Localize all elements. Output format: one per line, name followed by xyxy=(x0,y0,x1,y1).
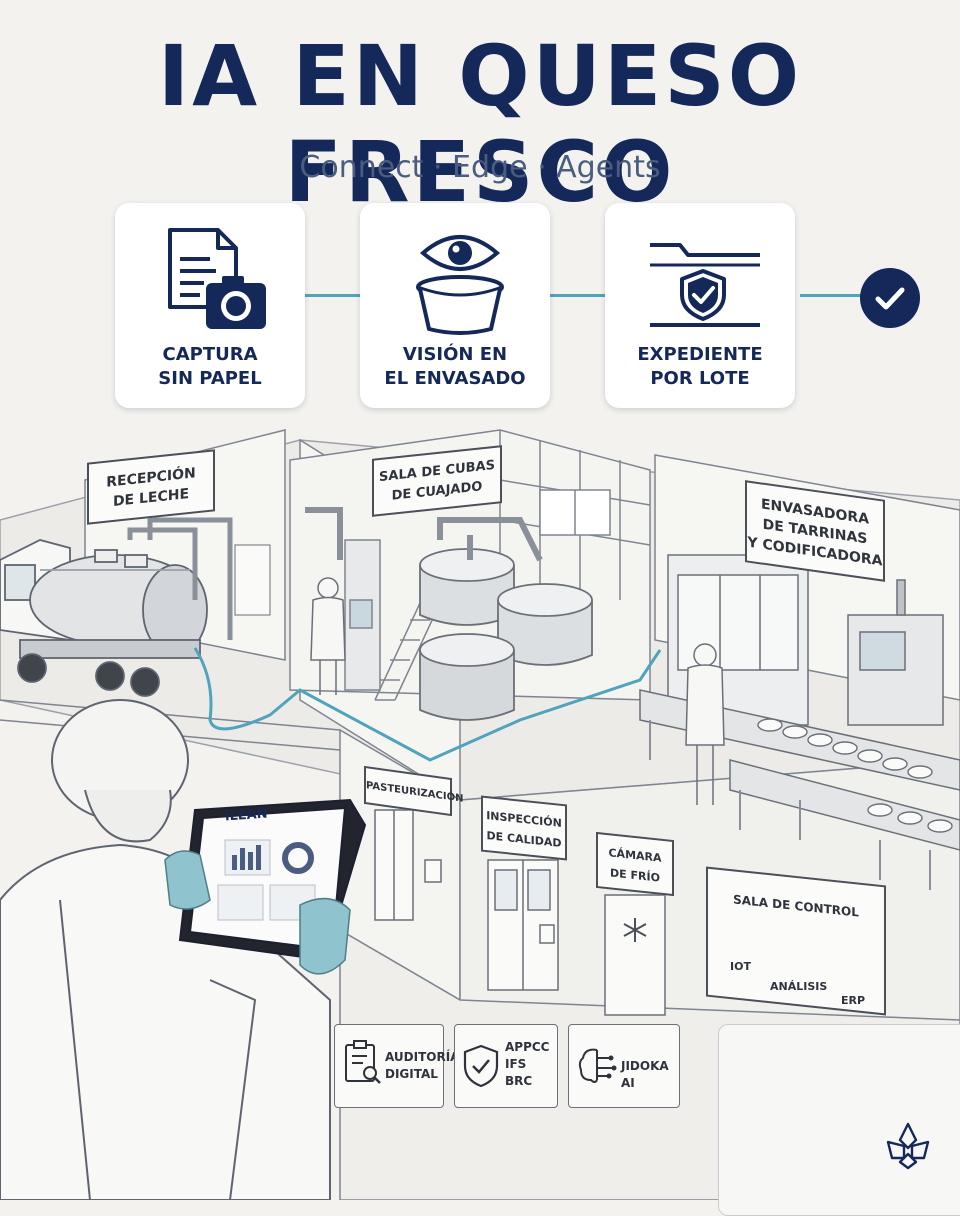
control-item-analysis: ANÁLISIS xyxy=(770,980,828,993)
shield-check-icon xyxy=(463,1044,499,1088)
connector-line xyxy=(550,294,605,297)
packaging-operator xyxy=(685,643,725,805)
connector-line xyxy=(800,294,862,297)
logo-icon xyxy=(886,1122,930,1170)
tablet-brand: iLEAN xyxy=(224,806,269,825)
control-item-iot: IOT xyxy=(730,960,751,973)
cheese-tubs xyxy=(757,718,953,833)
document-camera-icon xyxy=(168,228,266,329)
page-title: IA EN QUESO FRESCO xyxy=(157,27,803,221)
brain-circuit-icon xyxy=(578,1048,617,1083)
flow-line xyxy=(193,647,662,762)
connector-line xyxy=(305,294,360,297)
gloves xyxy=(164,850,351,975)
snowflake-icon xyxy=(623,918,647,942)
check-icon xyxy=(860,268,920,328)
control-item-erp: ERP xyxy=(841,994,866,1007)
badge-jidoka-ai: JIDOKA AI xyxy=(568,1024,680,1108)
empty-panel xyxy=(718,1024,960,1216)
milk-truck xyxy=(0,539,208,697)
curd-vats xyxy=(419,548,593,721)
clipboard-search-icon xyxy=(345,1040,381,1084)
operator-figure xyxy=(310,577,346,695)
page-subtitle: Connect · Edge · Agents xyxy=(299,150,661,185)
folder-shield-icon xyxy=(650,243,760,327)
eye-tub-icon xyxy=(416,235,504,335)
